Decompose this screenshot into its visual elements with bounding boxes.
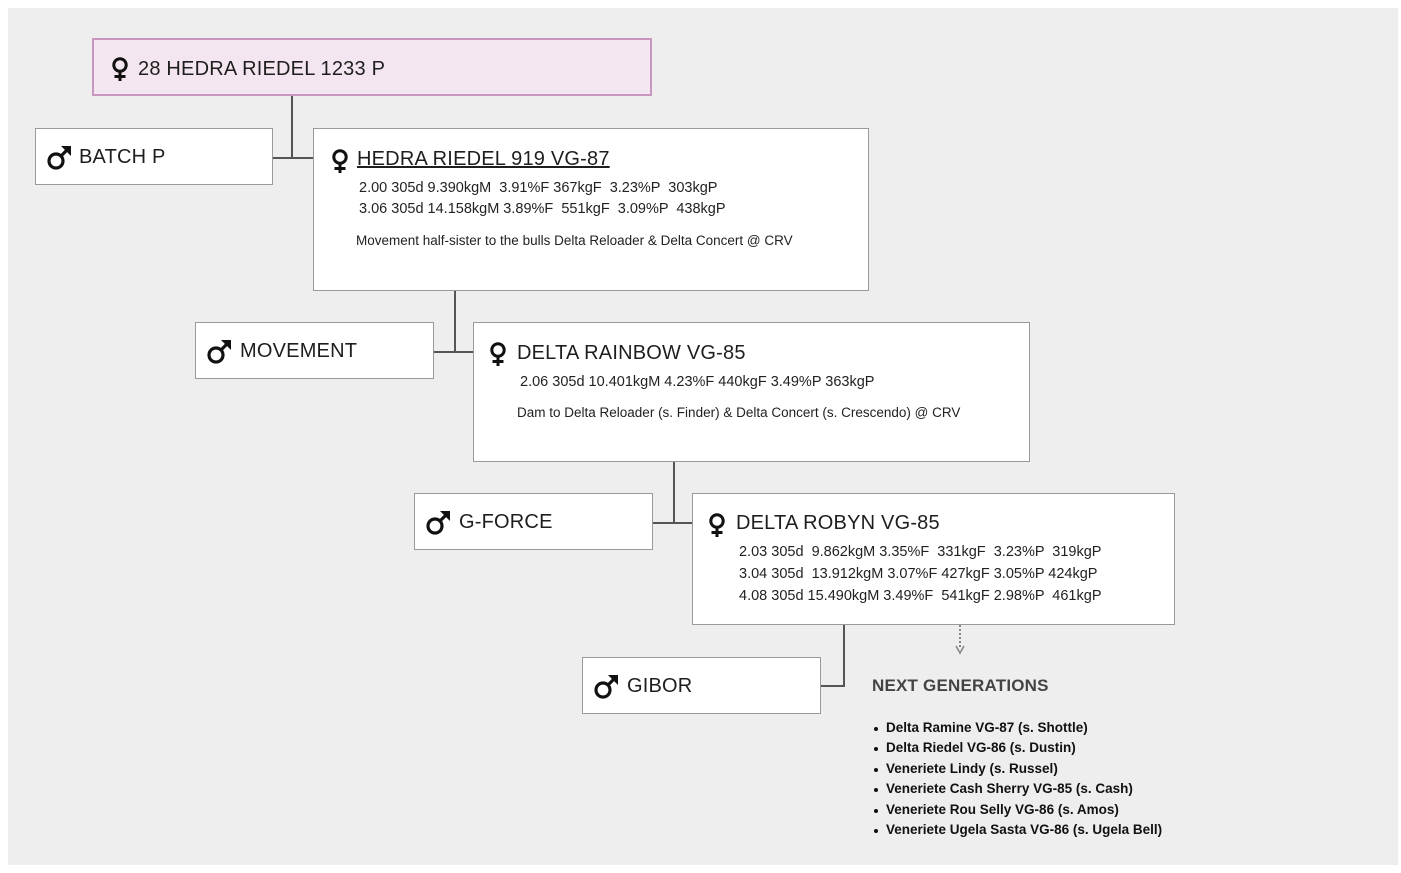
female-symbol-icon xyxy=(487,341,509,367)
male-symbol-icon xyxy=(45,144,73,172)
connector-line xyxy=(820,685,845,687)
connector-line xyxy=(454,290,456,352)
dam-card[interactable]: DELTA ROBYN VG-85 2.03 305d 9.862kgM 3.3… xyxy=(692,493,1175,625)
female-symbol-icon xyxy=(109,56,131,82)
sire-name: G-FORCE xyxy=(459,511,553,533)
list-item[interactable]: Delta Riedel VG-86 (s. Dustin) xyxy=(872,738,1162,758)
list-item[interactable]: Veneriete Ugela Sasta VG-86 (s. Ugela Be… xyxy=(872,820,1162,840)
production-record: 3.06 305d 14.158kgM 3.89%F 551kgF 3.09%P… xyxy=(359,201,726,217)
sire-name: MOVEMENT xyxy=(240,340,358,362)
connector-line xyxy=(652,522,693,524)
sire-card[interactable]: G-FORCE xyxy=(414,493,653,550)
dam-name: DELTA ROBYN VG-85 xyxy=(736,512,940,534)
female-symbol-icon xyxy=(329,148,351,174)
production-record: 4.08 305d 15.490kgM 3.49%F 541kgF 2.98%P… xyxy=(739,588,1102,604)
connector-line xyxy=(673,461,675,523)
sire-name: GIBOR xyxy=(627,675,693,697)
main-animal-card: 28 HEDRA RIEDEL 1233 P xyxy=(92,38,652,96)
sire-card[interactable]: MOVEMENT xyxy=(195,322,434,379)
list-item[interactable]: Veneriete Cash Sherry VG-85 (s. Cash) xyxy=(872,779,1162,799)
dam-name-link[interactable]: HEDRA RIEDEL 919 VG-87 xyxy=(357,148,610,170)
production-record: 2.00 305d 9.390kgM 3.91%F 367kgF 3.23%P … xyxy=(359,180,718,196)
sire-card[interactable]: BATCH P xyxy=(35,128,273,185)
male-symbol-icon xyxy=(205,338,233,366)
next-generations-list: Delta Ramine VG-87 (s. Shottle) Delta Ri… xyxy=(872,718,1162,840)
dam-name: DELTA RAINBOW VG-85 xyxy=(517,342,746,364)
connector-line xyxy=(433,351,474,353)
female-symbol-icon xyxy=(706,512,728,538)
main-animal-name: 28 HEDRA RIEDEL 1233 P xyxy=(138,58,386,80)
dam-note: Movement half-sister to the bulls Delta … xyxy=(356,233,793,248)
male-symbol-icon xyxy=(424,509,452,537)
list-item[interactable]: Veneriete Lindy (s. Russel) xyxy=(872,759,1162,779)
male-symbol-icon xyxy=(592,673,620,701)
dotted-down-arrow-icon xyxy=(955,625,965,657)
production-record: 3.04 305d 13.912kgM 3.07%F 427kgF 3.05%P… xyxy=(739,566,1098,582)
sire-card[interactable]: GIBOR xyxy=(582,657,821,714)
dam-card[interactable]: HEDRA RIEDEL 919 VG-87 2.00 305d 9.390kg… xyxy=(313,128,869,291)
connector-line xyxy=(291,95,293,158)
connector-line xyxy=(843,625,845,686)
production-record: 2.03 305d 9.862kgM 3.35%F 331kgF 3.23%P … xyxy=(739,544,1102,560)
list-item[interactable]: Delta Ramine VG-87 (s. Shottle) xyxy=(872,718,1162,738)
sire-name: BATCH P xyxy=(79,146,166,168)
list-item[interactable]: Veneriete Rou Selly VG-86 (s. Amos) xyxy=(872,800,1162,820)
dam-card[interactable]: DELTA RAINBOW VG-85 2.06 305d 10.401kgM … xyxy=(473,322,1030,462)
connector-line xyxy=(272,157,314,159)
next-generations-title: NEXT GENERATIONS xyxy=(872,676,1049,695)
dam-note: Dam to Delta Reloader (s. Finder) & Delt… xyxy=(517,405,961,420)
production-record: 2.06 305d 10.401kgM 4.23%F 440kgF 3.49%P… xyxy=(520,374,875,390)
